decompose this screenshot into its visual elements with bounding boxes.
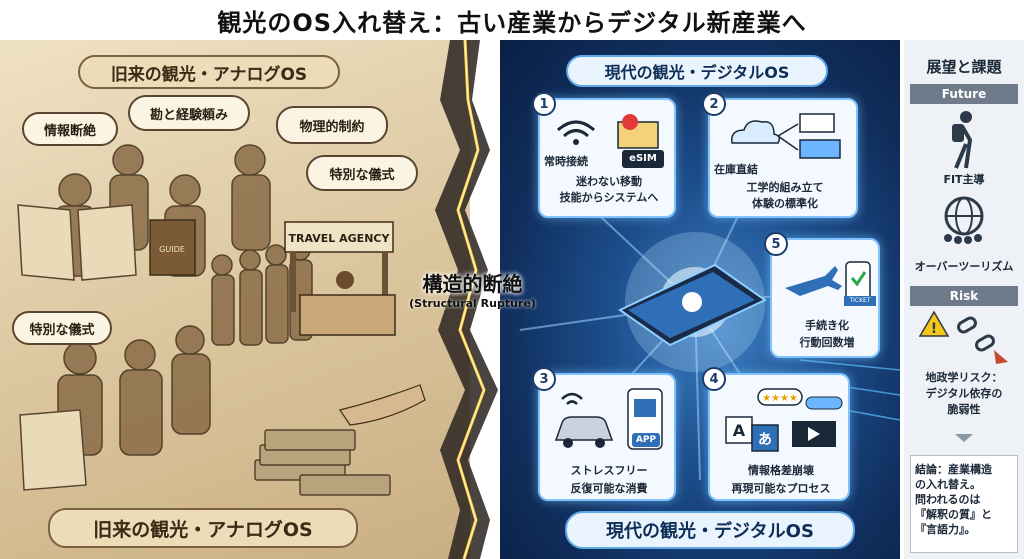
card-3-line-1: ストレスフリー: [570, 464, 648, 477]
guide-text: GUIDE: [159, 245, 185, 254]
rupture-label-jp: 構造的断絶: [422, 272, 523, 296]
page-title: 観光のOS入れ替え：古い産業からデジタル新産業へ: [217, 8, 807, 37]
card-1-line-1: 常時接続: [544, 155, 588, 168]
structural-rupture-label: 構造的断絶 (Structural Rupture): [395, 268, 550, 310]
analog-illustration: GUIDE TRAVEL AGENCY: [17, 144, 426, 536]
svg-text:あ: あ: [758, 432, 772, 448]
card-number: 4: [702, 367, 726, 391]
digital-banner-bottom: 現代の観光・デジタルOS: [565, 511, 855, 549]
risk-text-line-3: 脆弱性: [947, 403, 981, 416]
card-2-line-2: 工学的組み立て: [746, 181, 824, 194]
risk-text-line-1: 地政学リスク：: [925, 371, 1003, 384]
card-5-procedure: 5 TICKET 手続き化 行動回数増: [764, 232, 880, 358]
card-5-line-1: 手続き化: [805, 319, 849, 332]
analog-panel: GUIDE TRAVEL AGENCY 旧来の観光・アナログOS 情報断絶 勘と…: [0, 40, 470, 559]
card-2-line-3: 体験の標準化: [752, 197, 818, 210]
card-number: 1: [532, 92, 556, 116]
sidebar-title: 展望と課題: [926, 58, 1002, 76]
future-item-fit: FIT主導: [943, 173, 985, 186]
bubble-info-gap: 情報断絶: [22, 112, 118, 146]
card-number: 3: [532, 367, 556, 391]
card-2-inventory: 2 在庫直結 工学的組み立て 体験の標準化: [702, 92, 858, 218]
digital-illustration: [519, 149, 900, 481]
digital-banner-top: 現代の観光・デジタルOS: [566, 55, 828, 87]
title-bar: 観光のOS入れ替え：古い産業からデジタル新産業へ: [0, 0, 1024, 40]
card-4-line-1: 情報格差崩壊: [748, 464, 814, 477]
card-1-connectivity: 1 eSIM 常時接続 迷わない移動 技能からシステムへ: [532, 92, 676, 218]
travel-agency-sign: TRAVEL AGENCY: [289, 232, 391, 245]
conclusion-line-5: 『言語力』。: [915, 523, 976, 536]
analog-banner-top: 旧来の観光・アナログOS: [78, 55, 340, 89]
svg-text:!: !: [931, 321, 937, 337]
rupture-label-en: (Structural Rupture): [409, 297, 536, 310]
reviews-translate-video-icon: ★★★★ A あ: [725, 388, 843, 452]
card-number: 5: [764, 232, 788, 256]
bubble-intuition: 勘と経験頼み: [128, 95, 250, 131]
warning-broken-chain-icon: !: [918, 310, 1008, 364]
globe-crowd-icon: [944, 196, 984, 244]
risk-header: Risk: [910, 286, 1018, 306]
bubble-special-ritual-1: 特別な儀式: [306, 155, 418, 191]
card-4-line-2: 再現可能なプロセス: [731, 482, 831, 495]
crack-divider: [435, 40, 498, 559]
app-badge: APP: [632, 433, 660, 447]
card-1-line-2: 迷わない移動: [576, 175, 642, 188]
card-5-line-2: 行動回数増: [799, 336, 855, 349]
conclusion-line-2: の入れ替え。: [915, 478, 981, 491]
card-3-stress-free: 3 APP ストレスフリー 反復可能な消費: [532, 367, 676, 501]
airplane-phone-icon: [785, 261, 871, 301]
risk-text-line-2: デジタル依存の: [925, 387, 1003, 400]
conclusion-box: 結論：産業構造 の入れ替え。 問われるのは 『解釈の質』と 『言語力』。: [910, 455, 1018, 553]
svg-text:★★★★: ★★★★: [762, 393, 798, 404]
ticket-badge: TICKET: [844, 296, 876, 306]
conclusion-line-3: 問われるのは: [915, 493, 981, 506]
future-header: Future: [910, 84, 1018, 104]
analog-banner-bottom: 旧来の観光・アナログOS: [48, 508, 358, 548]
esim-badge: eSIM: [622, 150, 664, 168]
wifi-map-icon: [557, 114, 659, 149]
cloud-hotel-ticket-icon: [731, 113, 841, 159]
future-item-overtourism: オーバーツーリズム: [914, 260, 1014, 273]
bubble-special-ritual-2: 特別な儀式: [12, 311, 112, 345]
card-4-info-gap-collapse: 4 ★★★★ A あ 情報格差崩壊 再現可能なプロセス: [702, 367, 850, 501]
card-1-line-3: 技能からシステムへ: [559, 191, 659, 204]
hiker-icon: [952, 111, 973, 169]
conclusion-line-4: 『解釈の質』と: [915, 508, 992, 521]
bubble-physical-limit: 物理的制約: [276, 106, 388, 144]
card-2-line-1: 在庫直結: [714, 163, 758, 176]
down-arrow-icon: [955, 434, 973, 442]
card-number: 2: [702, 92, 726, 116]
svg-text:A: A: [733, 421, 746, 440]
conclusion-line-1: 結論：産業構造: [915, 463, 992, 476]
card-3-line-2: 反復可能な消費: [570, 482, 648, 495]
